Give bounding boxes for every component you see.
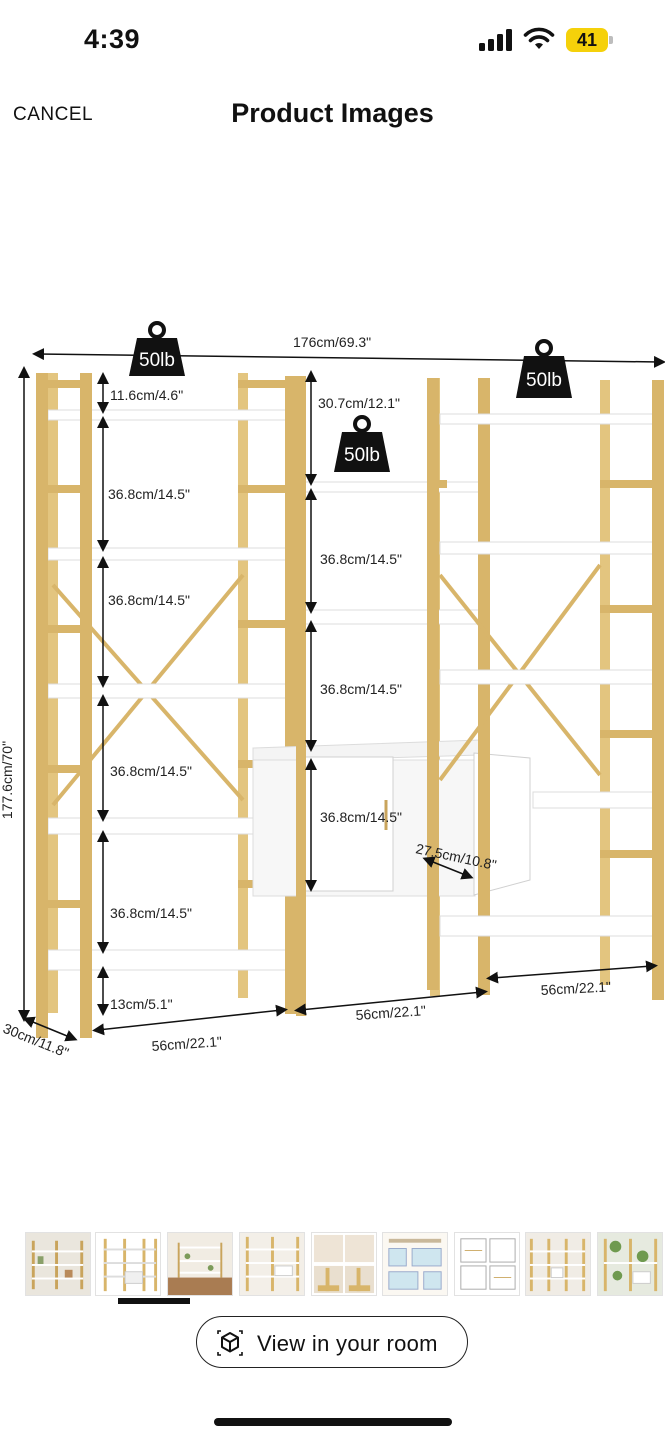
status-time: 4:39 — [84, 24, 141, 54]
weight-badge-left: 50lb — [129, 321, 185, 376]
dim-middle-shelf-gap-2: 36.8cm/14.5" — [320, 681, 402, 697]
thumbnail-8[interactable] — [525, 1232, 591, 1296]
thumbnail-1[interactable] — [25, 1232, 91, 1296]
weight-badge-middle: 50lb — [334, 415, 390, 472]
weight-badge-right: 50lb — [516, 339, 572, 398]
wifi-icon — [523, 27, 555, 49]
dim-left-shelf-gap-2: 36.8cm/14.5" — [108, 592, 190, 608]
dim-left-shelf-gap-3: 36.8cm/14.5" — [110, 763, 192, 779]
thumbnail-2-selected[interactable] — [95, 1232, 161, 1296]
dim-middle-top-gap: 30.7cm/12.1" — [318, 395, 400, 411]
dim-middle-width: 56cm/22.1" — [355, 1002, 426, 1023]
dim-bottom-clearance: 13cm/5.1" — [110, 996, 173, 1012]
dim-left-shelf-gap-1: 36.8cm/14.5" — [108, 486, 190, 502]
home-indicator[interactable] — [214, 1418, 452, 1426]
product-image[interactable]: 176cm/69.3" 177.6cm/70" 30cm/11.8" 11.6c… — [0, 310, 665, 1070]
dim-left-width: 56cm/22.1" — [151, 1033, 222, 1054]
dim-height: 177.6cm/70" — [0, 741, 15, 819]
svg-text:50lb: 50lb — [139, 350, 175, 371]
dim-cabinet-height: 36.8cm/14.5" — [320, 809, 402, 825]
battery-icon: 41 — [566, 28, 614, 52]
page-title: Product Images — [231, 98, 434, 128]
svg-text:50lb: 50lb — [526, 370, 562, 391]
thumbnail-6[interactable] — [382, 1232, 448, 1296]
dim-left-shelf-gap-4: 36.8cm/14.5" — [110, 905, 192, 921]
thumbnail-4[interactable] — [239, 1232, 305, 1296]
view-in-room-button[interactable]: View in your room — [196, 1316, 468, 1368]
right-bookshelf — [427, 378, 664, 1000]
left-bookshelf — [36, 373, 297, 1038]
thumbnail-strip — [25, 1232, 665, 1304]
thumbnail-3[interactable] — [167, 1232, 233, 1296]
ar-cube-icon — [217, 1330, 243, 1356]
dim-total-width: 176cm/69.3" — [293, 334, 371, 350]
cellular-signal-icon — [479, 29, 512, 51]
svg-text:50lb: 50lb — [344, 445, 380, 466]
view-in-room-label: View in your room — [257, 1331, 438, 1356]
dim-left-top-gap: 11.6cm/4.6" — [110, 387, 183, 403]
selected-thumbnail-indicator — [118, 1298, 190, 1304]
cancel-button[interactable]: CANCEL — [13, 104, 94, 125]
dim-middle-shelf-gap-1: 36.8cm/14.5" — [320, 551, 402, 567]
dim-right-width: 56cm/22.1" — [540, 978, 611, 998]
thumbnail-9[interactable] — [597, 1232, 663, 1296]
battery-level: 41 — [566, 28, 608, 52]
dimension-lines — [18, 348, 665, 1042]
thumbnail-7[interactable] — [454, 1232, 520, 1296]
thumbnail-5[interactable] — [311, 1232, 377, 1296]
